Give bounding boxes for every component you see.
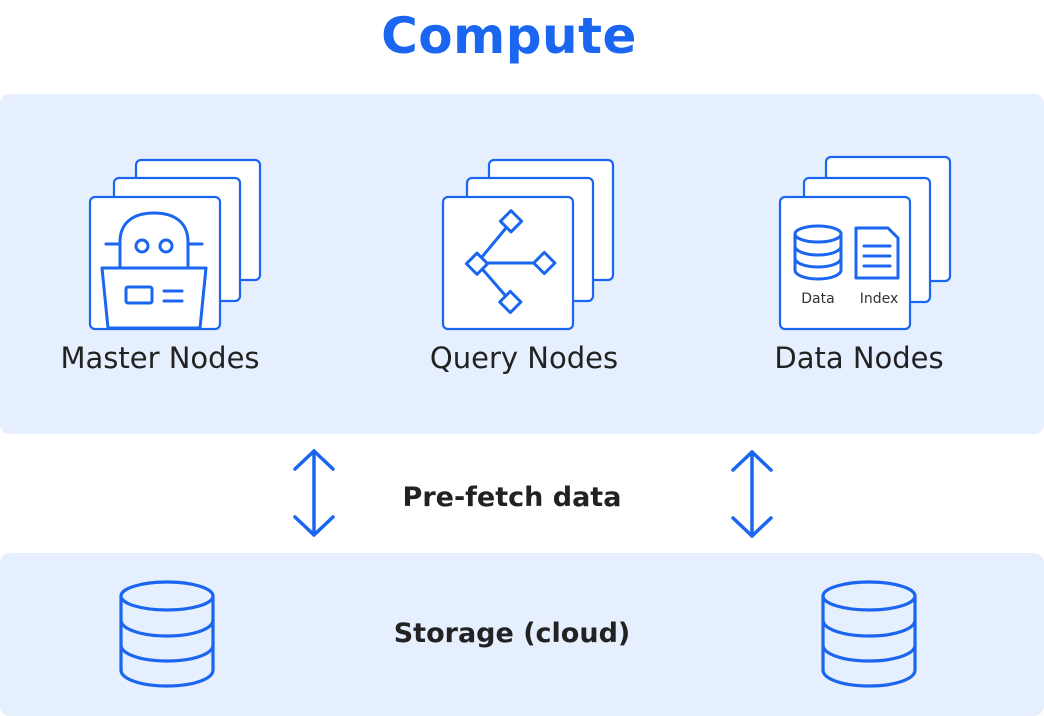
- prefetch-data-label: Pre-fetch data: [402, 482, 622, 513]
- robot-icon: [88, 158, 262, 331]
- index-sublabel: Index: [860, 291, 899, 307]
- database-icon: [119, 580, 215, 688]
- double-arrow-icon: [731, 450, 773, 538]
- compute-title: Compute: [381, 7, 637, 65]
- data-sublabel: Data: [801, 291, 834, 307]
- master-nodes-label: Master Nodes: [60, 341, 260, 375]
- double-arrow-icon: [293, 449, 335, 537]
- data-index-icon: Data Index: [778, 155, 952, 331]
- storage-cloud-label: Storage (cloud): [393, 618, 631, 649]
- query-nodes-label: Query Nodes: [429, 341, 619, 375]
- database-icon: [821, 580, 917, 688]
- graph-icon: [441, 158, 615, 331]
- data-nodes-label: Data Nodes: [774, 341, 944, 375]
